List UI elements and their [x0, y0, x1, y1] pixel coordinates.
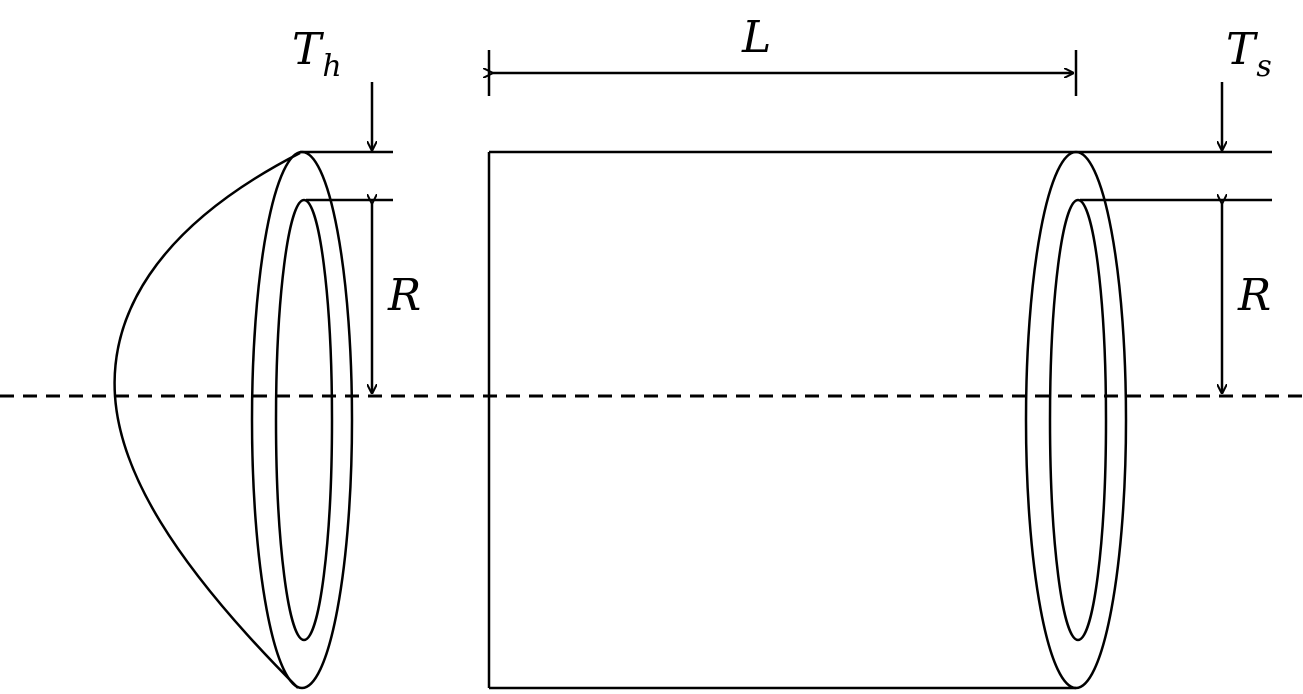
shell-inner-ellipse	[1048, 198, 1108, 642]
shell-cylinder	[487, 82, 1272, 690]
head-cap	[113, 82, 393, 690]
head-inner-ellipse	[274, 198, 334, 642]
length-label: L	[741, 12, 771, 63]
length-dimension	[489, 50, 1078, 96]
shell-radius-label: R	[1237, 270, 1271, 321]
head-dome-outline	[113, 151, 301, 689]
head-thickness-label: Th	[292, 24, 342, 84]
head-outer-ellipse	[250, 150, 354, 690]
head-radius-label: R	[387, 270, 421, 321]
shell-outer-ellipse	[1024, 150, 1128, 690]
shell-thickness-label: Ts	[1226, 24, 1272, 84]
